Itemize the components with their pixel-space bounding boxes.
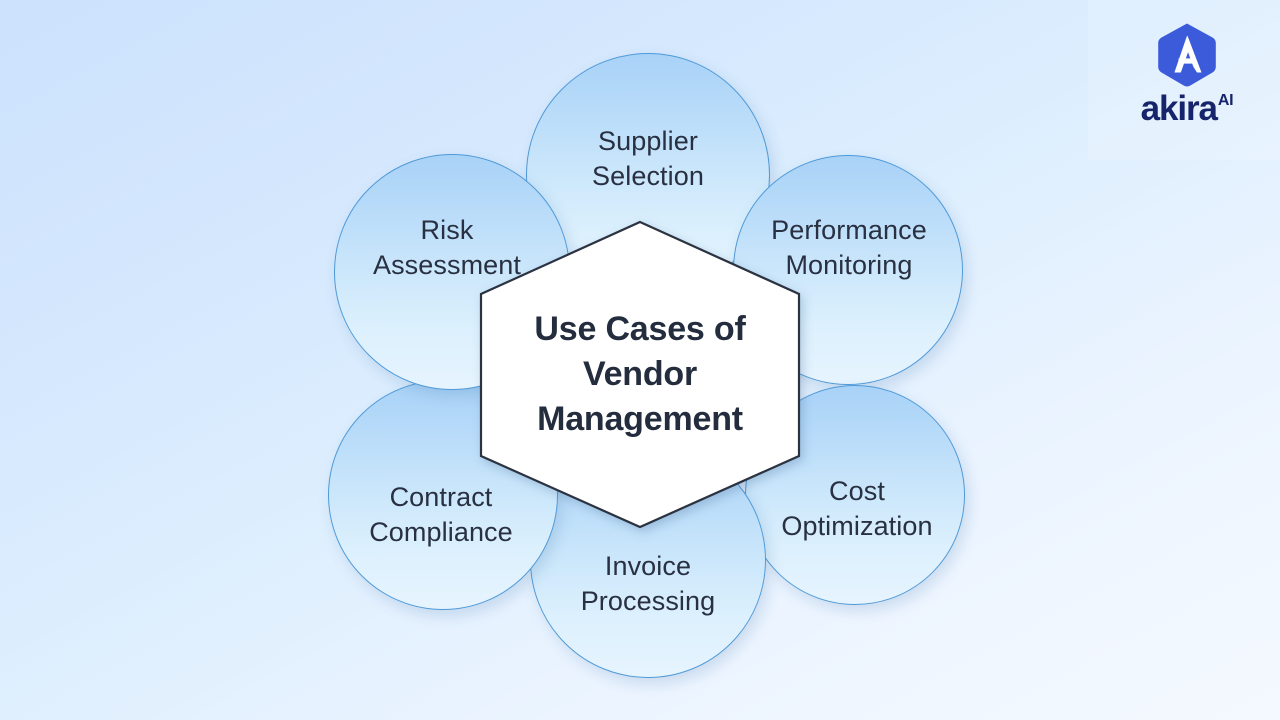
petal-supplier-selection-label: Supplier Selection: [592, 126, 704, 191]
center-hexagon[interactable]: Use Cases of Vendor Management: [478, 220, 802, 529]
brand-wordmark: akira AI: [1141, 91, 1234, 126]
petal-invoice-processing-label: Invoice Processing: [580, 551, 716, 616]
brand-logo[interactable]: akira AI: [1112, 22, 1262, 137]
akira-hexagon-a-logo-icon: [1158, 23, 1216, 87]
petal-cost-optimization-label: Cost Optimization: [781, 476, 933, 541]
brand-wordmark-suffix: AI: [1217, 92, 1234, 109]
brand-wordmark-name: akira: [1140, 89, 1218, 128]
center-hexagon-shape-icon: [479, 220, 801, 529]
